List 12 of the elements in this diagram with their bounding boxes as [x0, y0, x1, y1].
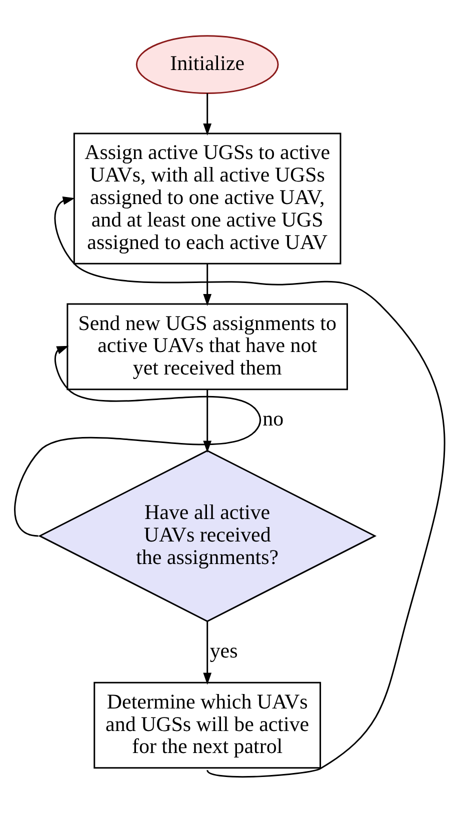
node-box: Send new UGS assignments to active UAVs that have not yet received them	[66, 303, 348, 390]
node-ellipse: Initialize	[136, 35, 279, 94]
edge-label: no	[262, 406, 284, 431]
arrow	[203, 621, 212, 685]
edge-label: yes	[210, 638, 238, 662]
arrow	[14, 346, 261, 537]
node-box: Determine which UAVs and UGSs will be active for the next patrol	[94, 682, 322, 769]
node-box: Assign active UGSs to active UAVs, with all active UGSs assigned to one active UAV, and at least one active UGS assigned to each active UAV	[73, 132, 342, 264]
arrow	[203, 93, 212, 136]
node-diamond: Have all active UAVs received the assignments?	[38, 450, 377, 622]
arrow	[203, 264, 212, 306]
arrow	[54, 196, 446, 778]
